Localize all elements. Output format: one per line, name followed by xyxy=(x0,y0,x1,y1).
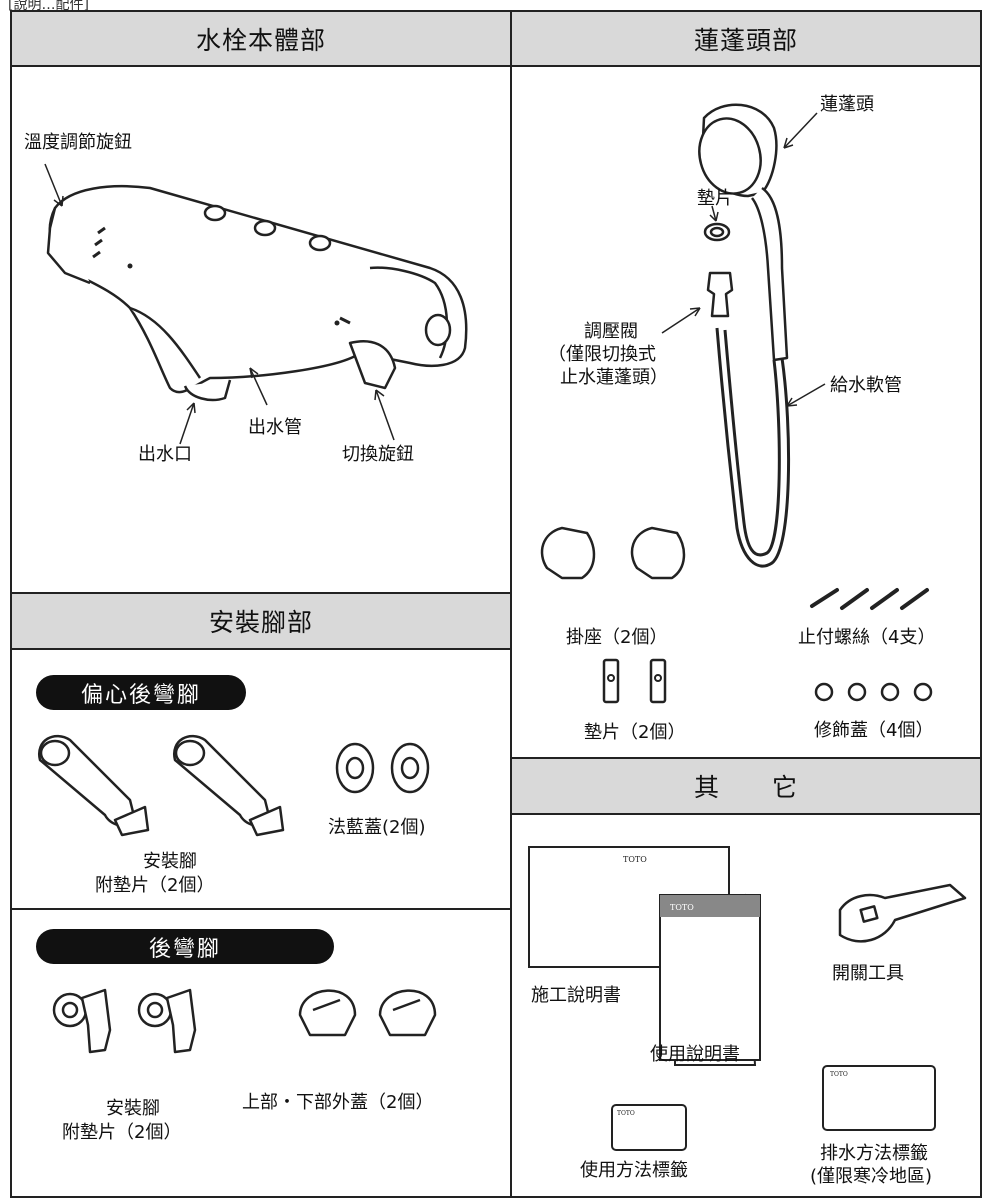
mount-header-top xyxy=(10,592,511,594)
shower-header: 蓮蓬頭部 xyxy=(512,12,980,65)
switch-knob-label: 切換旋鈕 xyxy=(342,444,414,465)
manuals-illustration: TOTO TOTO xyxy=(528,846,761,1066)
top-caption: [說明…配件] xyxy=(8,0,89,13)
faucet-illustration xyxy=(44,163,468,445)
other-header-top xyxy=(510,757,982,759)
caps-illustration xyxy=(814,682,933,702)
eccentric-leg-pill: 偏心後彎腳 xyxy=(36,675,246,710)
manual-brand: TOTO xyxy=(623,855,647,864)
usage-label-illustration: TOTO xyxy=(611,1104,687,1151)
drain-label-caption-line2: (僅限寒冷地區) xyxy=(810,1166,933,1187)
valve-note-line2: 止水蓮蓬頭） xyxy=(560,367,668,388)
temp-knob-label: 溫度調節旋鈕 xyxy=(24,132,132,153)
other-header: 其 它 xyxy=(512,759,980,813)
hose-label: 給水軟管 xyxy=(830,375,902,396)
tool-label: 開關工具 xyxy=(832,963,904,984)
mount-header: 安裝腳部 xyxy=(12,594,510,648)
holder-gasket-illustration xyxy=(602,658,667,704)
valve-note-line1: （僅限切換式 xyxy=(548,344,656,365)
outlet-pipe-label: 出水管 xyxy=(248,417,302,438)
eccentric-leg-illustration xyxy=(37,734,285,837)
outlet-label: 出水口 xyxy=(138,444,192,465)
faucet-header-bottom xyxy=(10,65,982,67)
rear-leg-label-line1: 安裝腳 xyxy=(106,1098,160,1119)
drain-label-caption-line1: 排水方法標籤 xyxy=(820,1143,928,1164)
tool-illustration xyxy=(838,883,967,943)
flange-label: 法藍蓋(2個) xyxy=(328,817,426,838)
install-manual-label: 施工說明書 xyxy=(531,985,621,1006)
covers-illustration xyxy=(298,989,437,1037)
holder-label: 掛座（2個） xyxy=(566,627,668,648)
eccentric-leg-label-line2: 附墊片（2個） xyxy=(95,875,215,896)
mount-header-bottom xyxy=(10,648,511,650)
shower-gasket-label: 墊片 xyxy=(697,188,733,209)
drain-label-brand: TOTO xyxy=(830,1071,848,1078)
holder-gasket-label: 墊片（2個） xyxy=(584,722,686,743)
faucet-body-header: 水栓本體部 xyxy=(12,12,510,65)
usage-label-brand: TOTO xyxy=(617,1110,635,1117)
flange-illustration xyxy=(335,742,430,794)
rear-leg-label-line2: 附墊片（2個） xyxy=(62,1122,182,1143)
user-manual-brand: TOTO xyxy=(670,903,694,912)
mount-mid-divider xyxy=(10,908,511,910)
other-header-bottom xyxy=(510,813,982,815)
outer-frame xyxy=(10,10,982,1198)
pressure-valve-label: 調壓閥 xyxy=(584,321,638,342)
drain-label-illustration: TOTO xyxy=(822,1065,936,1131)
shower-illustration xyxy=(540,103,929,610)
user-manual-label: 使用說明書 xyxy=(650,1044,740,1065)
center-divider xyxy=(510,10,512,1198)
screws-label: 止付螺絲（4支） xyxy=(798,627,936,648)
rear-leg-illustration xyxy=(52,988,197,1054)
eccentric-leg-label-line1: 安裝腳 xyxy=(143,851,197,872)
rear-leg-pill: 後彎腳 xyxy=(36,929,334,964)
usage-label-caption: 使用方法標籤 xyxy=(580,1160,688,1181)
covers-label: 上部・下部外蓋（2個） xyxy=(242,1092,434,1113)
caps-label: 修飾蓋（4個） xyxy=(814,720,934,741)
shower-head-label: 蓮蓬頭 xyxy=(820,94,874,115)
